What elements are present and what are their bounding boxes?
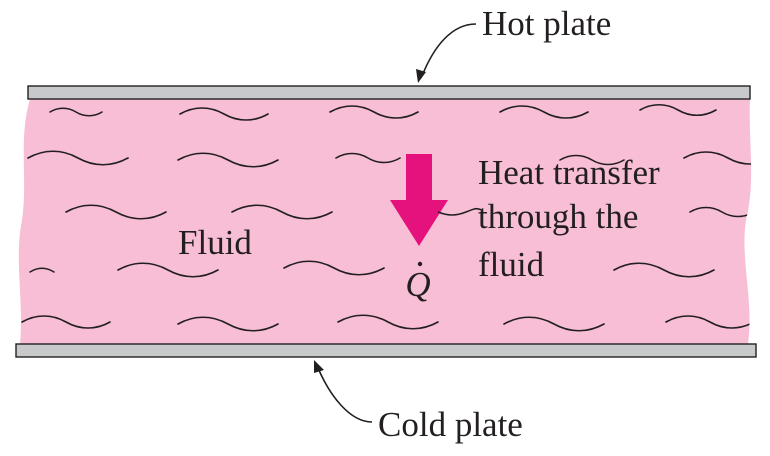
flow-wave (689, 206, 752, 218)
heat-rate-dot (417, 261, 423, 267)
flow-wave (337, 314, 439, 330)
fluid-region (18, 99, 752, 344)
flow-wave (117, 262, 219, 278)
flow-wave (683, 151, 752, 165)
heat-rate-symbol: Q (405, 265, 430, 304)
heat-transfer-label-line-2: through the (478, 197, 638, 236)
heat-transfer-label-line-1: Heat transfer (478, 153, 660, 192)
flow-wave (283, 260, 385, 276)
cold-plate (15, 343, 757, 358)
flow-wave (65, 204, 167, 220)
flow-wave (665, 315, 752, 329)
flow-wave (49, 107, 103, 117)
flow-wave (27, 150, 129, 166)
flow-wave (231, 204, 333, 220)
heat-flow-arrow (390, 154, 448, 246)
flow-wave (21, 315, 111, 329)
cold-plate-label: Cold plate (378, 405, 523, 444)
hot-plate-leader (421, 23, 477, 77)
flow-wave (499, 105, 589, 119)
flow-wave (179, 107, 269, 121)
cold-plate-leader (317, 367, 373, 423)
flow-wave (177, 316, 279, 332)
flow-wave (329, 105, 419, 119)
flow-wave (639, 103, 717, 117)
hot-plate-arrowhead (416, 69, 426, 83)
flow-wave (613, 262, 715, 278)
heat-label-leader (437, 207, 483, 216)
hot-plate (27, 85, 751, 100)
flow-wave (503, 316, 605, 332)
flow-wave (177, 152, 279, 168)
fluid-label: Fluid (178, 223, 252, 262)
flow-waves (21, 103, 752, 332)
flow-wave (559, 154, 625, 166)
hot-plate-label: Hot plate (482, 4, 611, 43)
flow-wave (335, 152, 401, 164)
heat-transfer-label-line-3: fluid (478, 245, 545, 284)
flow-wave (29, 267, 55, 273)
cold-plate-arrowhead (314, 360, 324, 373)
